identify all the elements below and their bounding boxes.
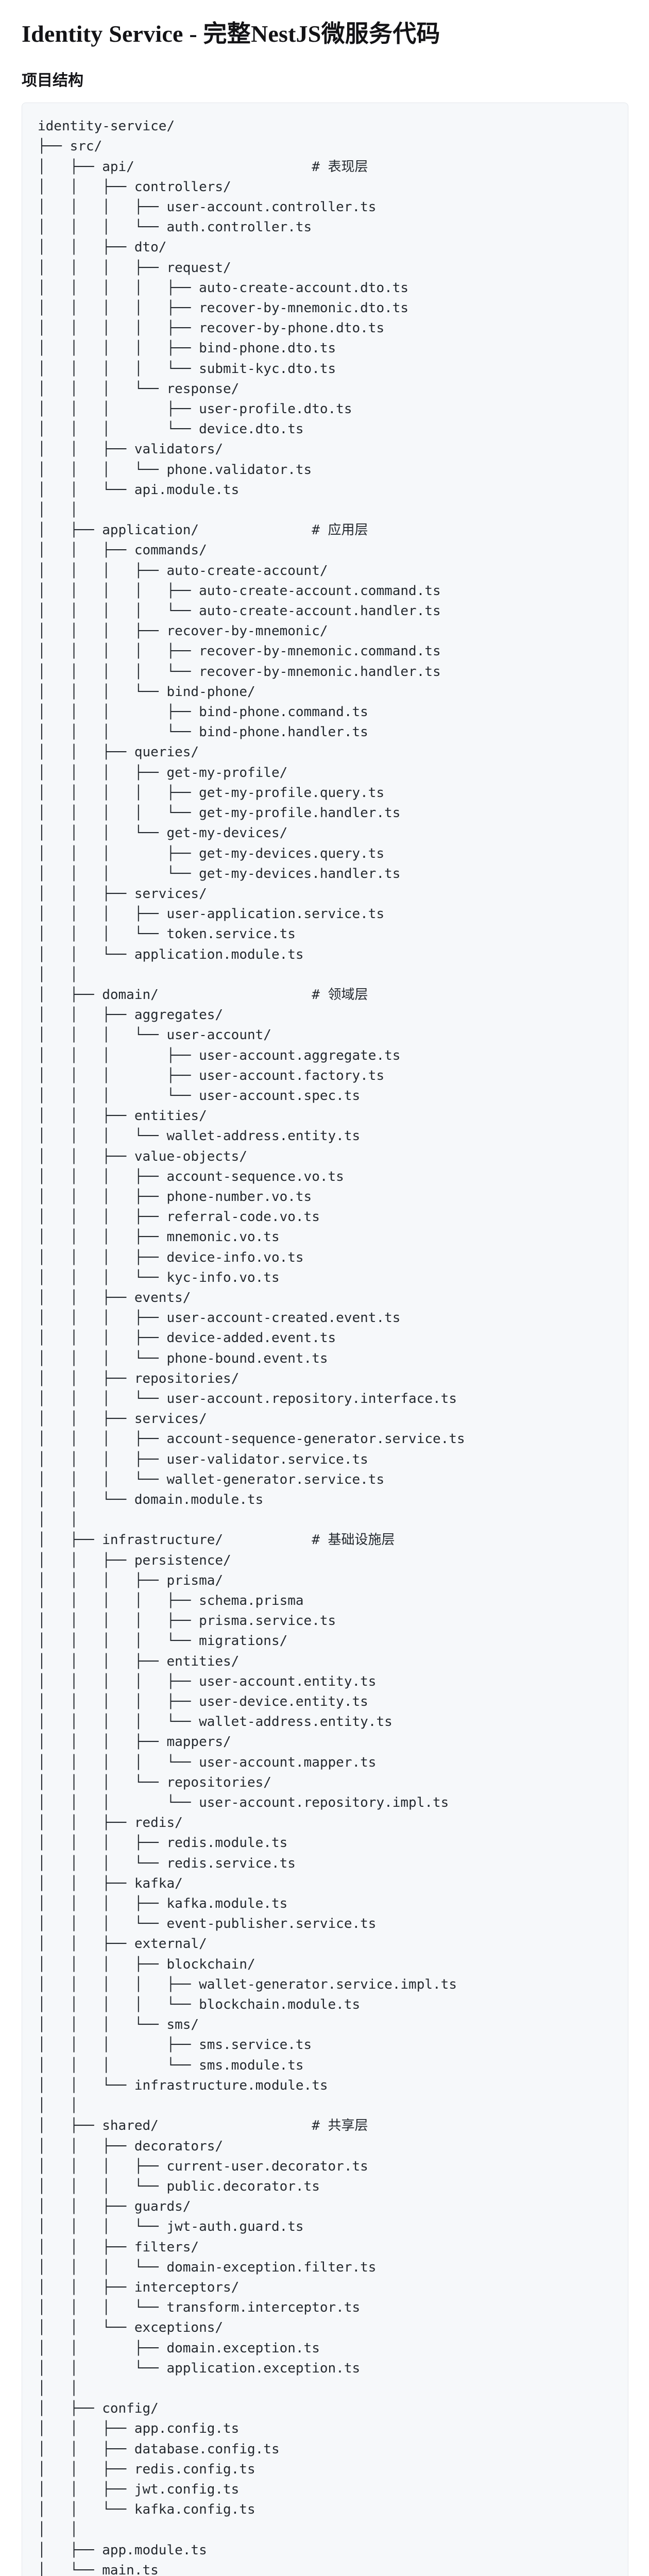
section-heading-project-structure: 项目结构 [22,72,83,90]
page-title: Identity Service - 完整NestJS微服务代码 [22,21,440,47]
file-tree: identity-service/ ├── src/ │ ├── api/ # … [38,118,465,2576]
file-tree-code-block: identity-service/ ├── src/ │ ├── api/ # … [22,103,628,2576]
